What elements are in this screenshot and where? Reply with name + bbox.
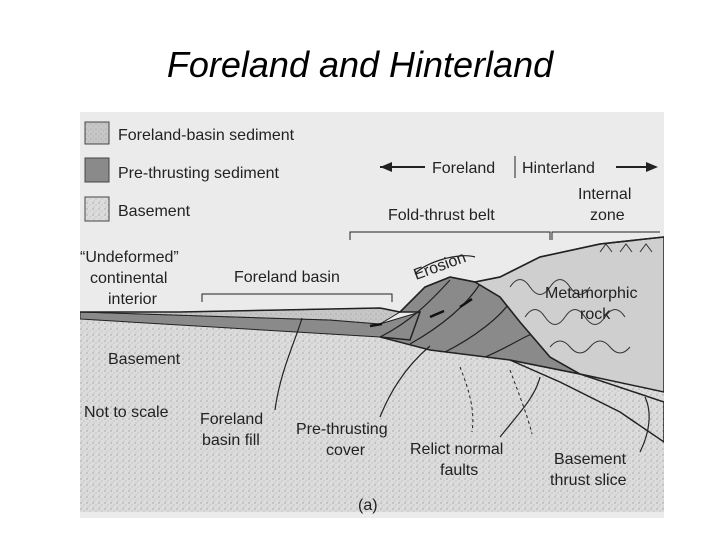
foreland-basin-fill-line2: basin fill <box>202 432 260 449</box>
legend-swatch-foreland-basin-sediment <box>84 121 110 145</box>
foreland-basin-fill-line1: Foreland <box>200 411 263 428</box>
legend-swatch-basement <box>84 196 110 222</box>
fold-thrust-belt-label: Fold-thrust belt <box>388 207 495 224</box>
relict-normal-faults-line2: faults <box>440 462 478 479</box>
relict-normal-faults-pointer <box>499 376 541 438</box>
not-to-scale-label: Not to scale <box>84 404 169 421</box>
basement-thrust-slice-line2: thrust slice <box>550 472 627 489</box>
legend: Foreland-basin sediment Pre-thrusting se… <box>84 121 295 222</box>
metamorphic-rock-line1: Metamorphic <box>545 285 637 302</box>
slide-title: Foreland and Hinterland <box>166 44 554 85</box>
legend-label-foreland-basin-sediment: Foreland-basin sediment <box>118 127 295 144</box>
pre-thrusting-cover-pointer <box>379 345 431 418</box>
internal-zone-bracket <box>551 231 660 240</box>
pre-thrusting-cover-line2: cover <box>326 442 366 459</box>
internal-zone-line2: zone <box>590 207 625 224</box>
legend-label-pre-thrusting-sediment: Pre-thrusting sediment <box>118 165 280 182</box>
fold-thrust-belt-bracket <box>349 231 551 240</box>
foreland-hinterland-header: Foreland Hinterland <box>380 156 658 178</box>
foreland-label: Foreland <box>432 160 495 177</box>
legend-swatch-pre-thrusting-sediment <box>84 157 110 183</box>
panel-label: (a) <box>358 497 378 514</box>
legend-label-basement: Basement <box>118 203 191 220</box>
foreland-basin-bracket <box>201 293 393 302</box>
foreland-basin-fill-pointer <box>274 317 303 411</box>
erosion-arrow <box>414 255 476 275</box>
undeformed-line2: continental <box>90 270 167 287</box>
relict-normal-faults-line1: Relict normal <box>410 441 503 458</box>
cross-section <box>79 236 665 512</box>
internal-zone-line1: Internal <box>578 186 631 203</box>
pre-thrusting-cover-line1: Pre-thrusting <box>296 421 388 438</box>
foreland-basin-label: Foreland basin <box>234 269 340 286</box>
hinterland-label: Hinterland <box>522 160 595 177</box>
metamorphic-rock-line2: rock <box>580 306 611 323</box>
basement-thrust-slice-line1: Basement <box>554 451 627 468</box>
foreland-hinterland-figure: Foreland-basin sediment Pre-thrusting se… <box>79 112 665 518</box>
undeformed-line1: “Undeformed” <box>80 249 179 266</box>
basement-label: Basement <box>108 351 181 368</box>
basement-thrust-slice-pointer <box>639 396 650 453</box>
undeformed-line3: interior <box>108 291 158 308</box>
